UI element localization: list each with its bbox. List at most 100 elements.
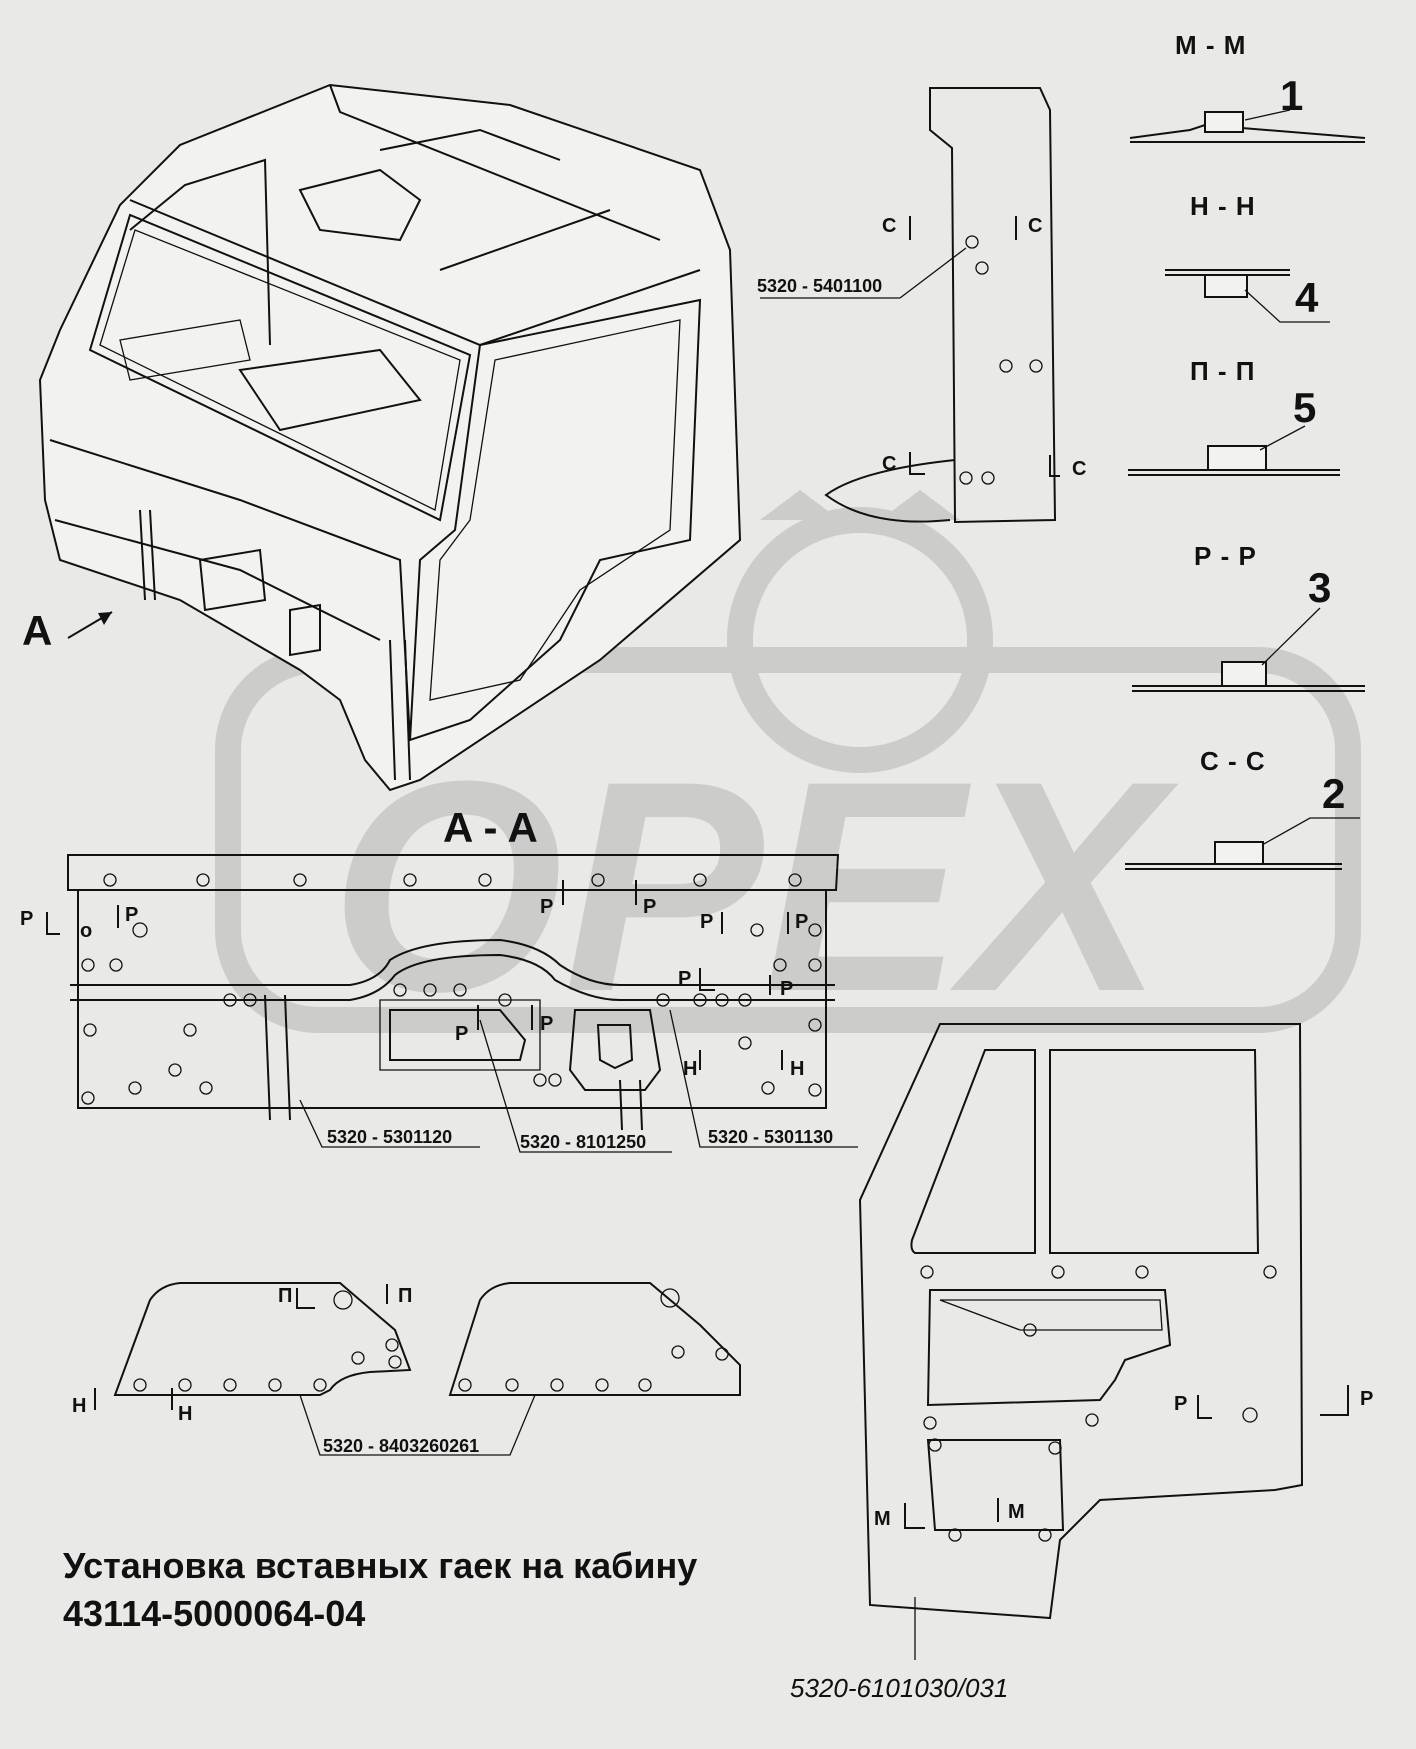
section-m-plate xyxy=(1129,123,1366,143)
mark-c-3: С xyxy=(882,453,896,475)
cab-isometric xyxy=(38,83,742,792)
door-opening xyxy=(408,298,702,742)
bracket-nuts xyxy=(133,1288,729,1392)
callout-1-leader xyxy=(1244,109,1291,121)
mark-p-11-arrow xyxy=(1197,1395,1212,1419)
cab-roof-ridge xyxy=(329,84,661,241)
mark-pi-1-arrow xyxy=(296,1288,315,1309)
panel-right-post xyxy=(619,1079,643,1131)
door-handle-recess xyxy=(939,1299,1163,1331)
mark-p-7-arrow xyxy=(699,968,715,991)
mark-m-1-arrow xyxy=(904,1503,925,1529)
callout-5: 5 xyxy=(1293,384,1316,431)
section-m-nut xyxy=(1204,111,1244,133)
mark-m-2: М xyxy=(1008,1501,1025,1523)
mark-c-1: С xyxy=(882,215,896,237)
title-line-2: 43114-5000064-04 xyxy=(63,1593,365,1634)
windshield xyxy=(88,213,472,522)
cab-front-panel-lower xyxy=(54,519,381,641)
panel-center-part-number: 5320 - 8101250 xyxy=(520,1132,646,1152)
mark-c-4-arrow xyxy=(1049,455,1060,477)
cab-roof-hatch xyxy=(298,168,422,242)
panel-right-opening xyxy=(596,1024,634,1070)
door-trim-panel xyxy=(926,1289,1172,1407)
panel-center-leader xyxy=(479,1019,672,1153)
pillar-nuts xyxy=(959,235,1043,485)
cab-floor-tunnel xyxy=(238,348,422,432)
door-part-number: 5320-6101030/031 xyxy=(790,1673,1008,1703)
section-a-a-label: A - A xyxy=(443,804,538,851)
mark-pi-2: П xyxy=(398,1285,412,1307)
mark-p-1-arrow xyxy=(46,912,60,935)
watermark-gear-teeth xyxy=(760,490,960,520)
panel-outline xyxy=(67,854,840,1109)
mark-c-4: С xyxy=(1072,458,1086,480)
door-view: Р Р М М 5320-6101030/031 xyxy=(790,1023,1373,1703)
drawing-title: Установка вставных гаек на кабину 43114-… xyxy=(63,1545,697,1634)
pillar-panel: С С С С 5320 - 5401100 xyxy=(757,87,1086,524)
mark-p-2: Р xyxy=(125,904,138,926)
cab-roof-rib xyxy=(379,128,561,161)
section-c-nut xyxy=(1214,841,1264,865)
panel-right-recess xyxy=(568,1009,662,1091)
mark-p-3: Р xyxy=(540,896,553,918)
callout-2-leader xyxy=(1261,817,1360,846)
panel-rib-2 xyxy=(70,953,835,1001)
door-outline xyxy=(858,1023,1304,1620)
mark-n-4: Н xyxy=(178,1403,192,1425)
callout-2: 2 xyxy=(1322,770,1345,817)
section-r-nut xyxy=(1221,661,1267,687)
cab-front-post xyxy=(139,509,156,601)
callout-3: 3 xyxy=(1308,564,1331,611)
pillar-part-number: 5320 - 5401100 xyxy=(757,276,882,296)
panel-left-part-number: 5320 - 5301120 xyxy=(327,1127,452,1147)
mark-p-10: Р xyxy=(540,1013,553,1035)
pillar-leader xyxy=(760,247,967,299)
windshield-inner xyxy=(99,229,461,511)
pillar-outline xyxy=(929,87,1057,524)
panel-left-post xyxy=(264,994,291,1121)
section-m-label: М - М xyxy=(1175,30,1246,60)
title-line-1: Установка вставных гаек на кабину xyxy=(63,1545,697,1586)
brackets-part-number: 5320 - 8403260261 xyxy=(323,1436,479,1456)
watermark-frame xyxy=(215,647,1361,1033)
view-arrow-head xyxy=(98,612,112,625)
section-pi-nut xyxy=(1207,445,1267,471)
mark-c-2: С xyxy=(1028,215,1042,237)
door-window-left xyxy=(910,1049,1036,1254)
view-arrow-a: A xyxy=(22,607,113,654)
callout-1: 1 xyxy=(1280,72,1303,119)
mark-p-8: Р xyxy=(780,978,793,1000)
section-c-label: С - С xyxy=(1200,746,1266,776)
mark-p-12: Р xyxy=(1360,1388,1373,1410)
cab-dash-handle xyxy=(119,319,251,381)
brackets-leader xyxy=(299,1394,536,1456)
section-n-label: Н - Н xyxy=(1190,191,1256,221)
door-opening-inner xyxy=(429,319,681,701)
section-a-a-view: A - A xyxy=(20,804,858,1153)
cab-front-opening xyxy=(198,548,267,612)
door-window-right xyxy=(1049,1049,1260,1254)
cab-a-post xyxy=(389,639,411,781)
section-n-nut xyxy=(1204,274,1248,298)
cab-rear-pillar xyxy=(129,158,271,346)
section-details: М - М 1 Н - Н 4 П - П 5 Р - Р 3 С - С 2 xyxy=(1125,30,1366,870)
panel-rib-1 xyxy=(70,938,835,986)
mark-n-1: Н xyxy=(683,1058,697,1080)
panel-nuts xyxy=(81,873,822,1105)
mark-p-6: Р xyxy=(795,911,808,933)
door-nuts xyxy=(920,1265,1277,1542)
mark-n-2: Н xyxy=(790,1058,804,1080)
watermark-gear xyxy=(727,507,993,773)
panel-left-leader xyxy=(299,1099,480,1148)
section-pi-label: П - П xyxy=(1190,356,1255,386)
mark-p-1: Р xyxy=(20,908,33,930)
cab-outline xyxy=(38,83,742,792)
callout-4: 4 xyxy=(1295,274,1319,321)
mark-o: о xyxy=(80,920,92,942)
panel-center-recess-outer xyxy=(379,999,541,1071)
brackets-view: П П Н Н 5320 - 8403260261 xyxy=(72,1282,741,1456)
mark-c-3-arrow xyxy=(909,452,925,475)
mark-p-12-arrow xyxy=(1320,1385,1349,1416)
